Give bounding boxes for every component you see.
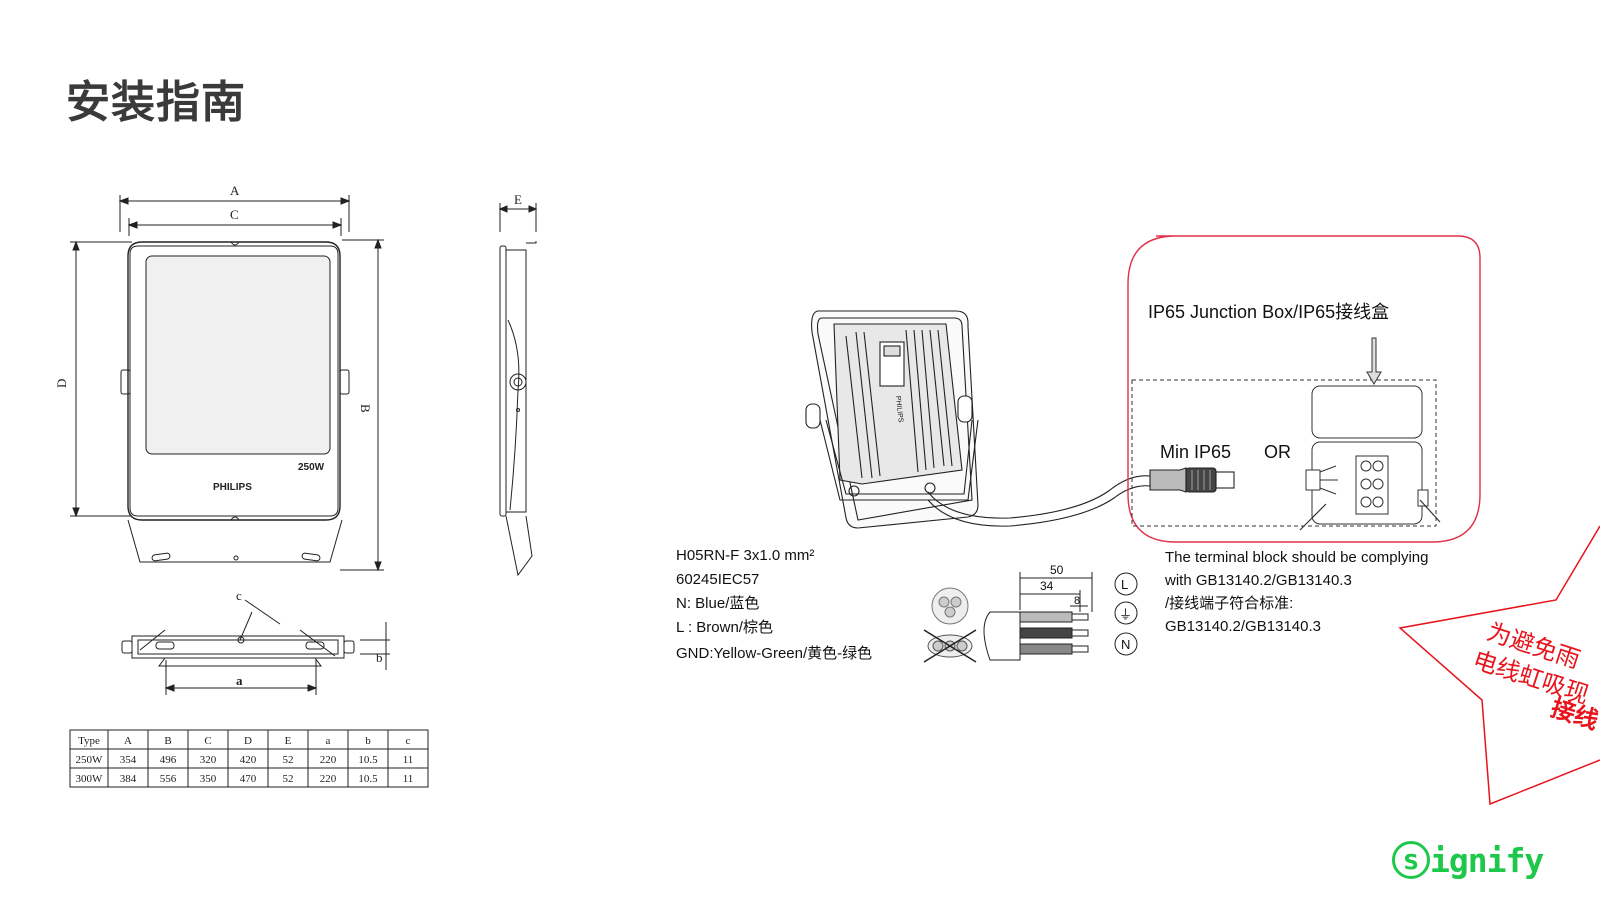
min-ip-label: Min IP65 (1160, 442, 1231, 462)
front-wattage-label: 250W (298, 462, 325, 473)
stripped-cable-diagram (983, 572, 1138, 661)
wiring-fixture: PHILIPS (805, 310, 1235, 529)
dim-label-b: b (376, 650, 383, 665)
dim-label-A: A (230, 183, 240, 198)
spec-table-cell: 384 (120, 773, 137, 785)
signify-logo-mark: s (1392, 841, 1430, 879)
spec-table-cell: 52 (283, 754, 294, 766)
terminal-note-4: GB13140.2/GB13140.3 (1165, 618, 1321, 635)
bottom-view (121, 599, 390, 695)
dim-label-D: D (54, 379, 69, 388)
junction-box-label: IP65 Junction Box/IP65接线盒 (1148, 302, 1389, 322)
spec-table-cell: 220 (320, 773, 337, 785)
junction-box-callout (1127, 235, 1481, 543)
spec-table-cell: 10.5 (358, 773, 378, 785)
spec-table-header-cell: B (164, 735, 171, 747)
page-title: 安装指南 (66, 77, 246, 128)
spec-table-cell: 420 (240, 754, 257, 766)
spec-table-cell: 496 (160, 754, 177, 766)
spec-table-header-cell: Type (78, 735, 100, 747)
cable-cross-section-ok (931, 587, 969, 625)
spec-table-header-cell: b (365, 735, 371, 747)
spec-table-cell: 250W (76, 754, 104, 766)
spec-table-header-cell: A (124, 735, 132, 747)
cable-cross-section-wrong (923, 629, 977, 663)
strip-dim-50: 50 (1050, 563, 1064, 577)
strip-dim-34: 34 (1040, 579, 1054, 593)
spec-table-cell: 300W (76, 773, 104, 785)
fixture-brand-label: PHILIPS (894, 395, 904, 423)
cable-line-4: L : Brown/棕色 (676, 619, 773, 636)
dim-label-c: c (236, 588, 242, 603)
dim-label-B: B (358, 404, 373, 413)
spec-table-cell: 556 (160, 773, 177, 785)
terminal-L-symbol: L (1121, 577, 1128, 592)
spec-table-cell: 11 (403, 754, 414, 766)
terminal-note-2: with GB13140.2/GB13140.3 (1164, 572, 1352, 589)
dim-label-E: E (514, 192, 522, 207)
side-view (498, 203, 538, 577)
dim-label-a: a (236, 673, 243, 688)
front-brand-label: PHILIPS (213, 482, 252, 493)
callout-arrow-shape (1398, 525, 1600, 806)
strip-dim-8: 8 (1074, 595, 1080, 607)
spec-table-header-cell: E (285, 735, 292, 747)
spec-table-header-cell: c (406, 735, 411, 747)
cable-line-5: GND:Yellow-Green/黄色-绿色 (676, 645, 872, 662)
spec-table-cell: 11 (403, 773, 414, 785)
dim-label-C: C (230, 207, 239, 222)
cable-line-2: 60245IEC57 (676, 571, 759, 588)
spec-table-header-cell: D (244, 735, 252, 747)
spec-table-header-cell: a (326, 735, 331, 747)
spec-table-cell: 10.5 (358, 754, 378, 766)
spec-table-cell: 220 (320, 754, 337, 766)
front-view (70, 195, 384, 572)
spec-table-header-cell: C (204, 735, 211, 747)
terminal-N-symbol: N (1121, 637, 1130, 652)
spec-table-cell: 320 (200, 754, 217, 766)
spec-table-cell: 52 (283, 773, 294, 785)
cable-line-3: N: Blue/蓝色 (676, 595, 759, 612)
terminal-note-1: The terminal block should be complying (1165, 549, 1428, 566)
spec-table-cell: 350 (200, 773, 217, 785)
terminal-note-3: /接线端子符合标准: (1165, 595, 1293, 612)
spec-table-cell: 470 (240, 773, 257, 785)
or-label: OR (1264, 442, 1291, 462)
spec-table-border (69, 729, 429, 788)
signify-logo-word: ignify (1430, 840, 1544, 880)
terminal-ground-symbol: ⏚ (1119, 607, 1132, 622)
cable-line-1: H05RN-F 3x1.0 mm² (676, 547, 814, 564)
signify-logo: s ignify (1392, 838, 1544, 882)
spec-table-cell: 354 (120, 754, 137, 766)
